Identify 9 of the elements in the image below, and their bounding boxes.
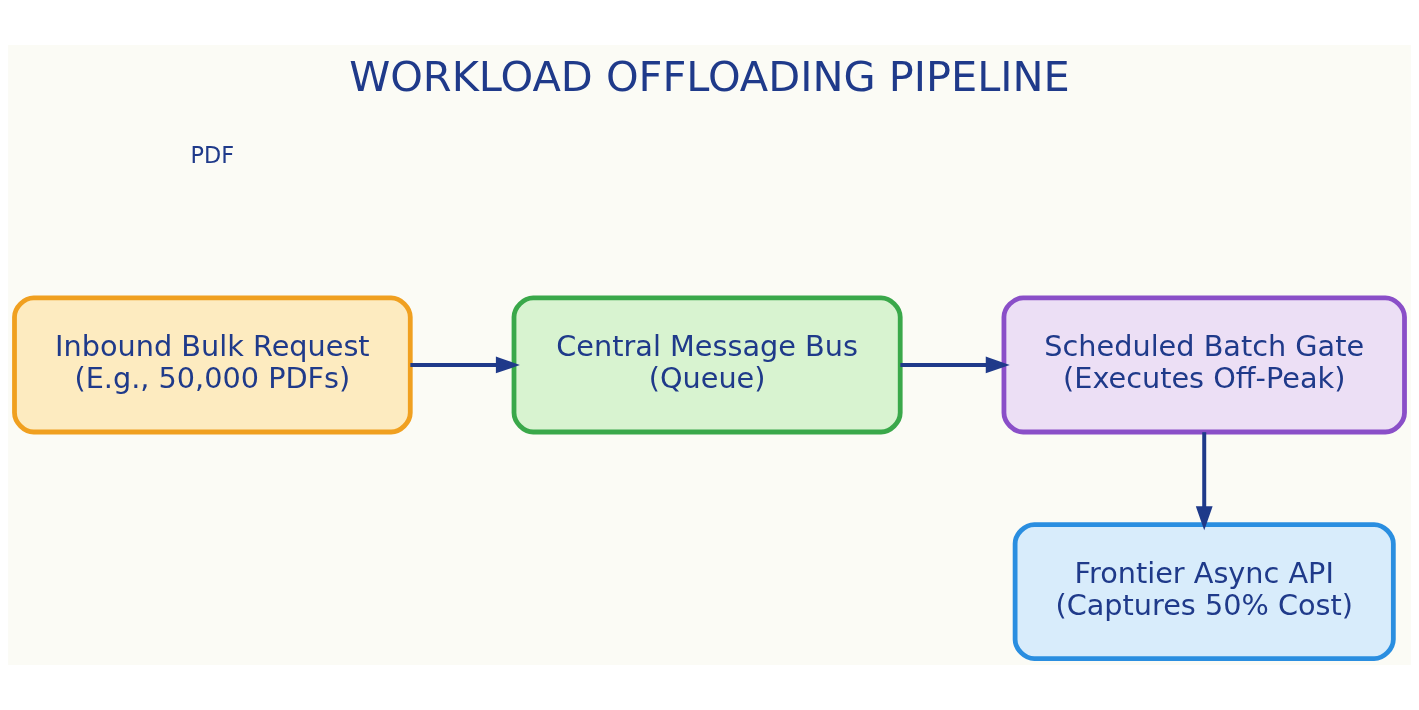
arrow xyxy=(410,356,520,374)
node-box: Frontier Async API (Captures 50% Cost) xyxy=(1012,522,1396,661)
label: PDF xyxy=(190,142,235,169)
diagram-title: WORKLOAD OFFLOADING PIPELINE xyxy=(349,51,1070,101)
arrow xyxy=(900,356,1010,374)
node-box: Central Message Bus (Queue) xyxy=(511,295,903,435)
node-box: Scheduled Batch Gate (Executes Off-Peak) xyxy=(1001,295,1407,435)
node-box: Inbound Bulk Request (E.g., 50,000 PDFs) xyxy=(12,295,413,435)
arrow xyxy=(1195,432,1213,531)
